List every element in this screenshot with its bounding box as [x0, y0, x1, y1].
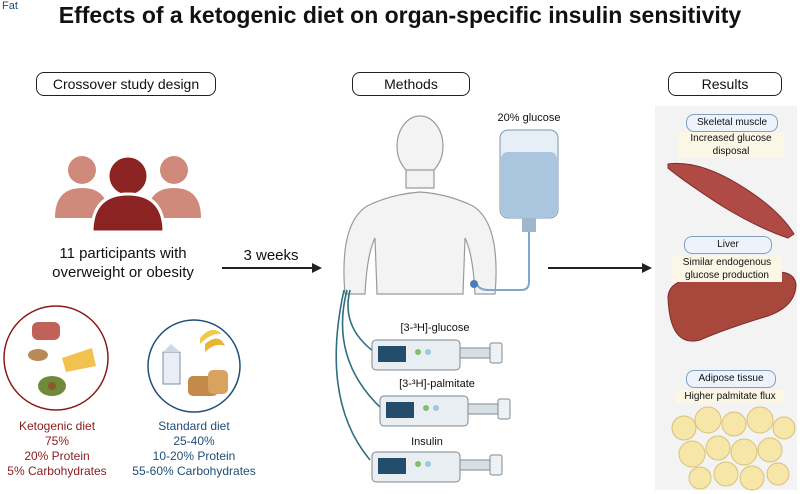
muscle-label: Skeletal muscle — [686, 114, 778, 132]
skeletal-muscle-icon — [667, 162, 795, 239]
muscle-finding: Increased glucose disposal — [678, 132, 784, 158]
infusion-pump-2 — [379, 395, 511, 427]
participants-text-line2: overweight or obesity — [52, 264, 194, 281]
standard-diet-name: Standard diet — [158, 419, 230, 433]
keto-fat: 75% — [44, 434, 70, 448]
liver-finding: Similar endogenous glucose production — [672, 256, 782, 282]
keto-protein: 20% Protein — [24, 449, 90, 463]
arrow-to-methods — [222, 263, 322, 273]
adipose-finding: Higher palmitate flux — [676, 390, 784, 403]
header-study-design: Crossover study design — [36, 72, 216, 96]
standard-fat: 25-40% — [173, 434, 215, 448]
keto-carbs: 5% Carbohydrates — [7, 464, 107, 478]
pump3-label: Insulin — [411, 436, 443, 448]
human-body-icon — [343, 115, 497, 295]
standard-food-icon — [147, 319, 241, 413]
header-methods: Methods — [352, 72, 470, 96]
fat-cells-icon — [671, 406, 796, 491]
infusion-pump-3 — [371, 451, 503, 483]
keto-diet-name: Ketogenic diet — [18, 419, 96, 433]
standard-protein: 10-20% Protein — [152, 449, 236, 463]
standard-carbs: 55-60% Carbohydrates — [132, 464, 256, 478]
header-results: Results — [668, 72, 782, 96]
page-title: Effects of a ketogenic diet on organ-spe… — [58, 2, 742, 28]
pump2-label: [3-³H]-palmitate — [399, 378, 475, 390]
ketogenic-food-icon — [3, 305, 109, 411]
infusion-label: 20% glucose — [497, 112, 561, 124]
duration-label: 3 weeks — [243, 247, 299, 264]
liver-label: Liver — [684, 236, 772, 254]
participants-icon — [55, 154, 201, 234]
adipose-label: Adipose tissue — [686, 370, 776, 388]
iv-bag-icon — [470, 129, 559, 291]
participants-text-line1: 11 participants with — [59, 245, 187, 262]
corner-label: Fat — [2, 0, 18, 12]
arrow-to-results — [548, 263, 652, 273]
infusion-lines — [335, 289, 384, 461]
infusion-pump-1 — [371, 339, 503, 371]
pump1-label: [3-³H]-glucose — [400, 322, 470, 334]
